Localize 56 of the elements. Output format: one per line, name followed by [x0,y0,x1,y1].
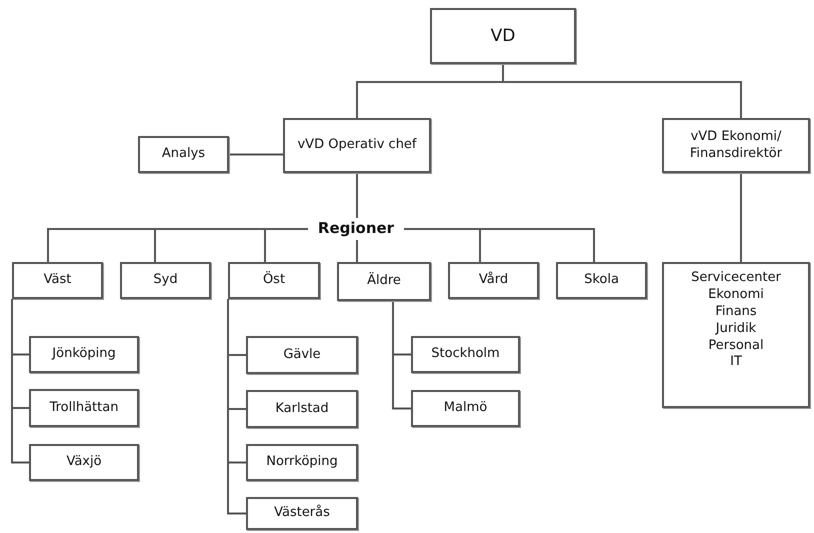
org-box [29,444,139,481]
box-label: Västerås [274,505,330,522]
box-label: vVD Ekonomi/ Finansdirektör [688,128,784,162]
org-box [411,336,520,373]
connector-line [392,301,411,410]
box-label: Juridik [716,320,756,338]
box-label: Skola [584,272,619,289]
box-label: Väst [44,272,72,289]
box-label: Analys [162,146,206,163]
box-label: Personal [708,338,764,354]
box-label: Finans [715,304,757,321]
org-box [246,497,358,530]
box-label: Öst [262,272,286,289]
org-box [246,336,358,374]
org-box [228,262,320,299]
box-label: Karlstad [275,400,329,418]
org-box [662,262,810,408]
org-box [29,336,139,373]
box-label: Trollhättan [50,400,118,416]
connector-line [356,173,358,218]
box-label: Gävle [283,346,321,364]
box-label: Vård [478,272,508,289]
connector-line [502,64,742,118]
box-label: Äldre [367,273,401,290]
connector-line [356,240,358,262]
org-box [430,8,576,64]
box-label: Växjö [66,454,102,471]
box-label: Malmö [444,400,488,417]
connector-line [264,228,308,262]
box-label: vVD Operativ chef [297,137,417,154]
org-box [556,262,647,299]
org-box [662,118,810,173]
connector-line [229,154,283,156]
org-box [138,136,229,173]
org-box [120,262,211,299]
box-label: Syd [153,272,178,289]
org-box [337,262,431,301]
org-box [12,262,103,299]
box-label: Ekonomi [708,286,764,304]
org-box [246,390,358,428]
org-box [29,389,139,427]
connector-line [740,173,742,262]
box-label: Stockholm [431,346,500,363]
box-label: IT [730,354,742,372]
org-box [448,262,539,299]
org-box [246,444,358,481]
org-box [283,118,431,173]
group-heading: Regioner [318,219,394,239]
box-label: Jönköping [52,346,116,363]
connector-line [404,228,595,262]
box-label: VD [490,24,516,48]
connector-line [11,299,29,464]
connector-line [227,299,246,514]
box-label: Norrköping [266,454,338,471]
org-box [411,390,520,427]
box-label: Servicecenter [691,270,781,287]
